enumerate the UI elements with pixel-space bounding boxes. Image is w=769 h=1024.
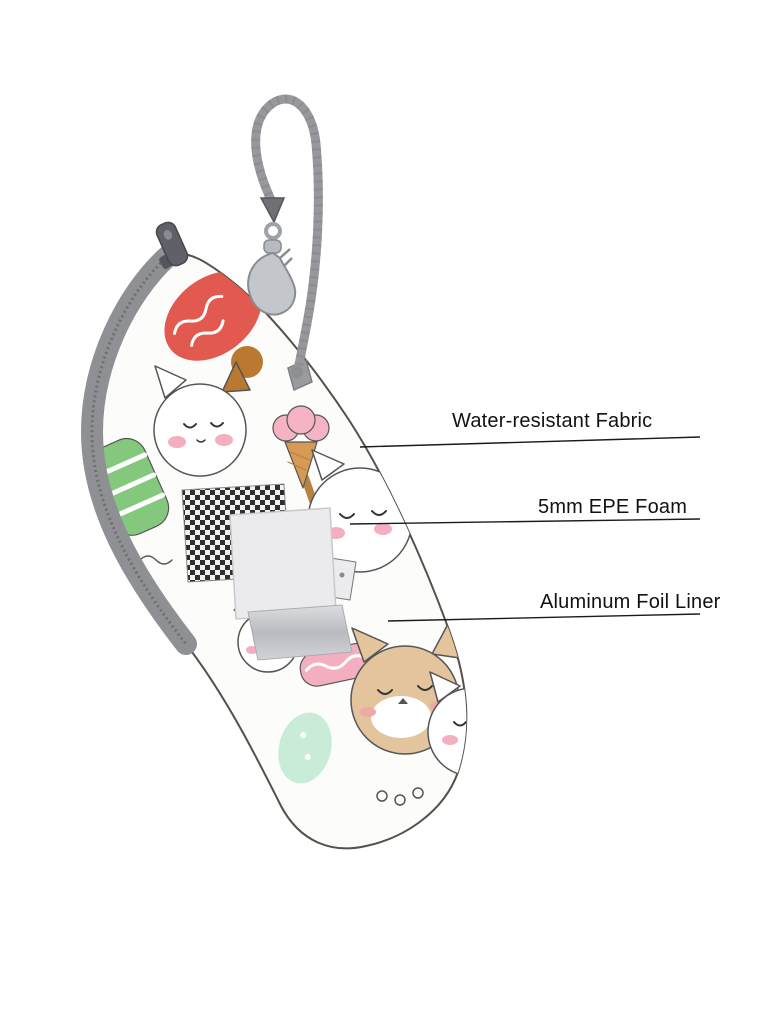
cat-head-3: [427, 671, 467, 777]
leader-line-water-resistant-fabric: [359, 436, 701, 448]
red-patch: [164, 271, 262, 361]
annotation-epe-foam: 5mm EPE Foam: [538, 496, 688, 518]
foil-cutaway-patch: [247, 604, 353, 661]
leader-line-aluminum-foil-liner: [387, 613, 701, 622]
zipper: [80, 245, 197, 655]
foam-cutaway-patch: [229, 507, 337, 620]
mint-blob: [278, 712, 332, 784]
strap-cord: [251, 94, 323, 392]
red-spot: [488, 744, 512, 768]
zipper-pull: [155, 221, 189, 269]
leader-lines: [349, 436, 701, 622]
annotation-water-resistant-fabric: Water-resistant Fabric: [452, 410, 653, 432]
annotation-aluminum-foil-liner: Aluminum Foil Liner: [540, 591, 721, 613]
metal-clasp: [247, 197, 297, 316]
bag-body: [80, 221, 512, 850]
leader-line-epe-foam: [349, 518, 701, 525]
cat-head-1: [153, 361, 251, 477]
